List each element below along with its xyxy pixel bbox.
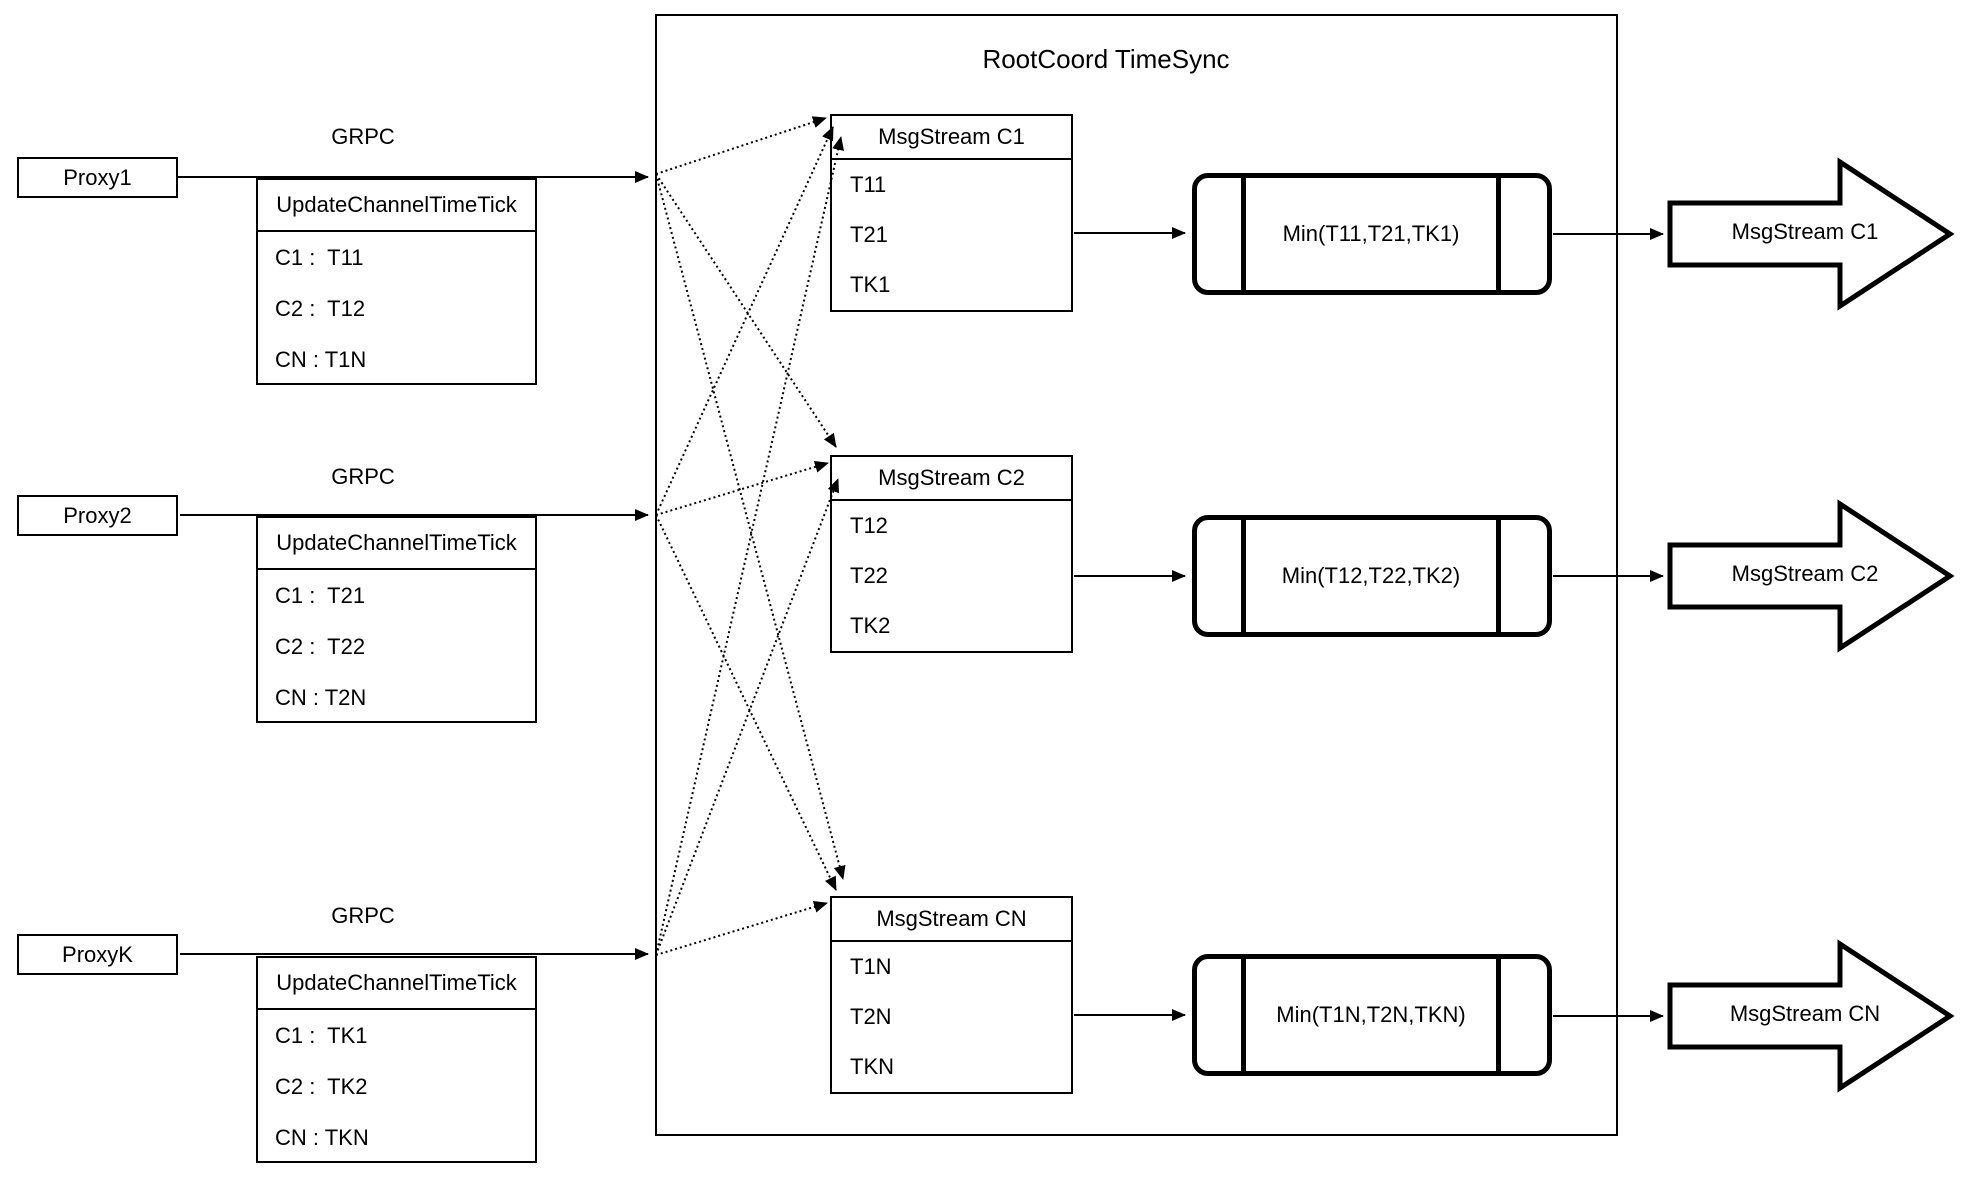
dotted-link-p2-c1	[655, 126, 834, 516]
table-row: T22	[850, 563, 888, 588]
proxy1-table-header: UpdateChannelTimeTick	[258, 180, 535, 232]
msgstream-c1-table: MsgStream C1 T11 T21 TK1	[830, 114, 1073, 312]
pipeline-divider	[1241, 520, 1246, 632]
proxy2-timetick-table: UpdateChannelTimeTick C1 : T21 C2 : T22 …	[256, 516, 537, 723]
proxyk-timetick-table: UpdateChannelTimeTick C1 : TK1 C2 : TK2 …	[256, 956, 537, 1163]
msgstream-cn-header: MsgStream CN	[832, 898, 1071, 942]
dotted-link-pk-c2	[655, 478, 839, 956]
min-box-cn: Min(T1N,T2N,TKN)	[1192, 954, 1552, 1076]
rootcoord-title: RootCoord TimeSync	[982, 44, 1230, 74]
proxyk-box: ProxyK	[17, 934, 178, 975]
table-row: C2 : TK2	[275, 1074, 368, 1099]
pipeline-divider	[1241, 178, 1246, 290]
table-row: T1N	[850, 954, 892, 979]
table-row: TK1	[850, 272, 891, 297]
msgstream-c2-header: MsgStream C2	[832, 457, 1071, 501]
pipeline-divider	[1496, 520, 1501, 632]
pipeline-divider	[1496, 178, 1501, 290]
min-box-c1: Min(T11,T21,TK1)	[1192, 173, 1552, 295]
proxy2-table-header: UpdateChannelTimeTick	[258, 518, 535, 570]
table-row: C2 : T22	[275, 634, 366, 659]
output-arrow-c2	[1667, 499, 1955, 653]
msgstream-c1-header: MsgStream C1	[832, 116, 1071, 160]
dotted-link-p2-c2	[655, 461, 829, 516]
grpc-label-proxy1: GRPC	[331, 124, 395, 149]
dotted-link-pk-cn	[655, 901, 828, 956]
grpc-label-proxyk: GRPC	[331, 903, 395, 928]
msgstream-c2-table: MsgStream C2 T12 T22 TK2	[830, 455, 1073, 653]
dotted-link-p1-cn	[655, 173, 846, 880]
proxy1-timetick-table: UpdateChannelTimeTick C1 : T11 C2 : T12 …	[256, 178, 537, 385]
pipeline-divider	[1496, 959, 1501, 1071]
pipeline-divider	[1241, 959, 1246, 1071]
min-label-c1: Min(T11,T21,TK1)	[1282, 221, 1460, 246]
dotted-link-p1-c2	[655, 173, 837, 448]
dotted-link-p1-c1	[655, 116, 827, 175]
table-row: CN : TKN	[275, 1125, 369, 1150]
table-row: C1 : T21	[275, 583, 366, 608]
dotted-link-p2-cn	[655, 514, 837, 891]
table-row: CN : T1N	[275, 347, 367, 372]
proxyk-table-header: UpdateChannelTimeTick	[258, 958, 535, 1010]
output-arrow-label-cn: MsgStream CN	[1729, 1001, 1881, 1026]
table-row: C1 : T11	[275, 245, 364, 270]
output-arrow-cn	[1667, 939, 1955, 1093]
table-row: T12	[850, 513, 888, 538]
table-row: T2N	[850, 1004, 892, 1029]
msgstream-cn-table: MsgStream CN T1N T2N TKN	[830, 896, 1073, 1094]
table-row: TKN	[850, 1054, 894, 1079]
grpc-label-proxy2: GRPC	[331, 464, 395, 489]
table-row: TK2	[850, 613, 891, 638]
output-arrow-label-c2: MsgStream C2	[1731, 561, 1879, 586]
min-box-c2: Min(T12,T22,TK2)	[1192, 515, 1552, 637]
table-row: T21	[850, 222, 888, 247]
min-label-c2: Min(T12,T22,TK2)	[1281, 563, 1461, 588]
table-row: C1 : TK1	[275, 1023, 368, 1048]
dotted-link-pk-c1	[655, 136, 844, 956]
output-arrow-label-c1: MsgStream C1	[1731, 219, 1879, 244]
proxy2-box: Proxy2	[17, 495, 178, 536]
table-row: T11	[850, 172, 887, 197]
table-row: C2 : T12	[275, 296, 366, 321]
table-row: CN : T2N	[275, 685, 367, 710]
output-arrow-c1	[1667, 157, 1955, 311]
proxy1-box: Proxy1	[17, 157, 178, 198]
min-label-cn: Min(T1N,T2N,TKN)	[1276, 1002, 1466, 1027]
